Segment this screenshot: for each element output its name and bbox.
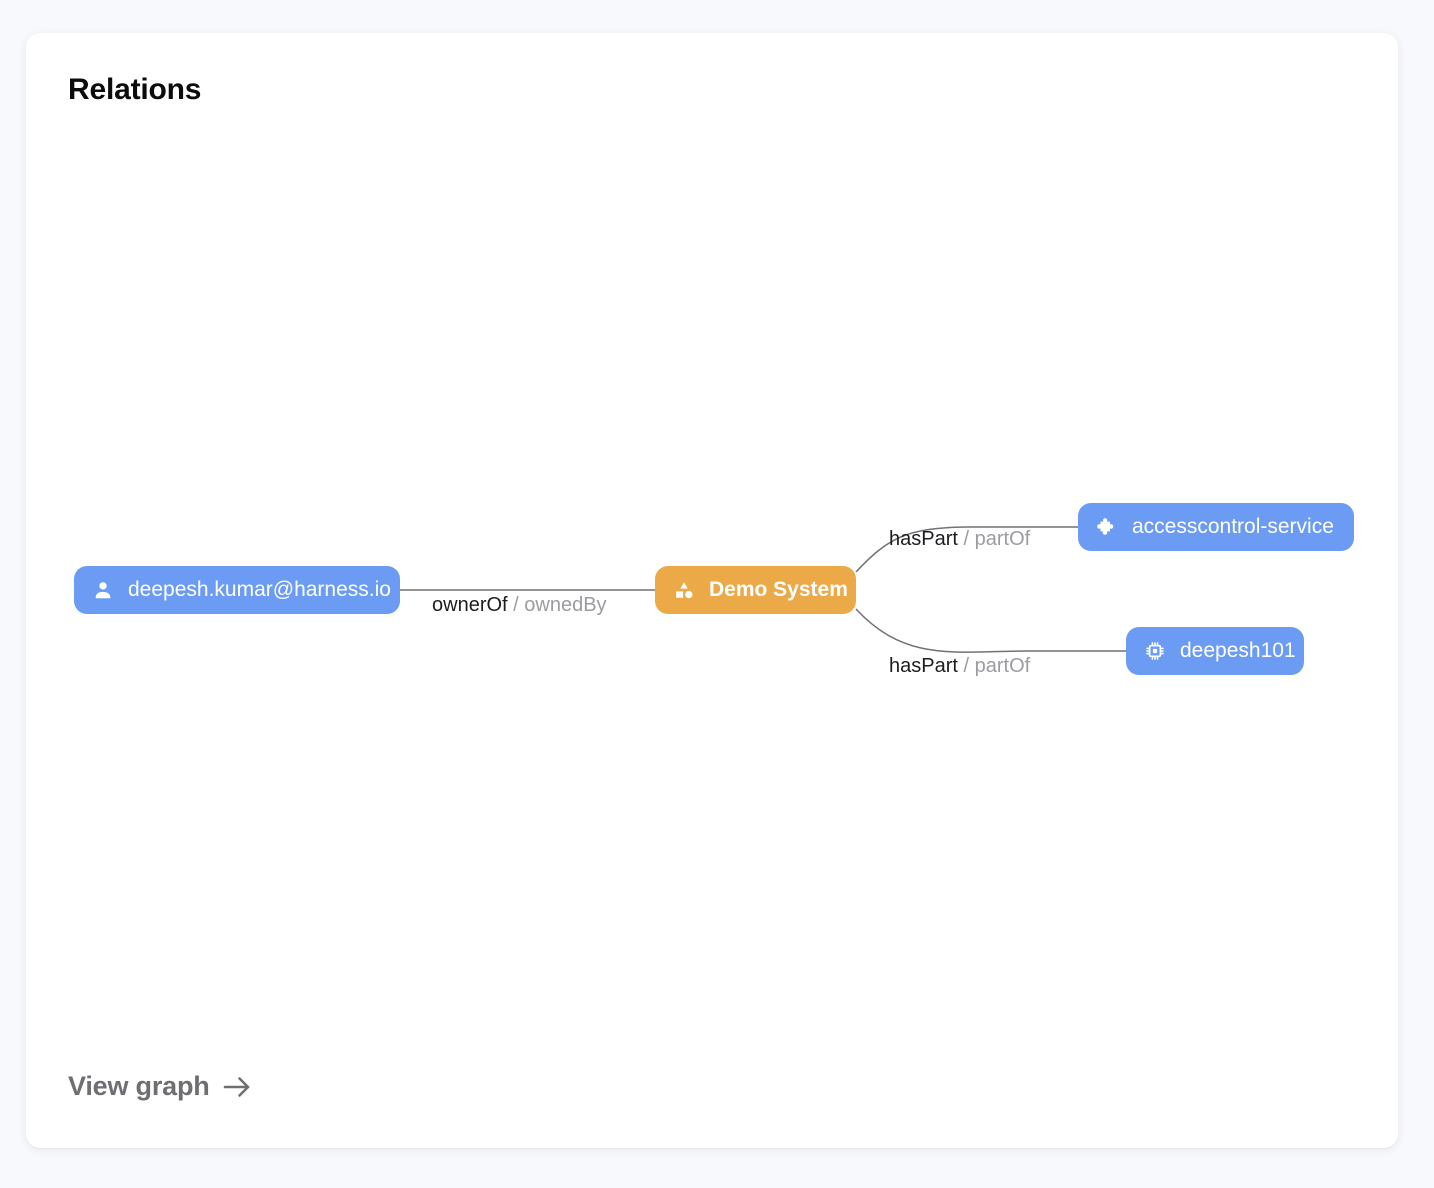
edge-label-forward: hasPart	[889, 528, 958, 550]
page-title: Relations	[68, 73, 202, 106]
graph-node-resource-label: deepesh101	[1180, 639, 1296, 662]
graph-node-user-label: deepesh.kumar@harness.io	[128, 578, 391, 601]
graph-node-system-label: Demo System	[709, 578, 848, 601]
edge-label-haspart-component: hasPart / partOf	[889, 528, 1030, 551]
edge-label-forward: ownerOf	[432, 594, 508, 616]
puzzle-piece-icon	[1096, 516, 1118, 538]
edge-label-separator: /	[963, 655, 975, 677]
chip-icon	[1144, 640, 1166, 662]
person-icon	[92, 579, 114, 601]
graph-node-component[interactable]: accesscontrol-service	[1078, 503, 1354, 551]
graph-node-user[interactable]: deepesh.kumar@harness.io	[74, 566, 400, 614]
edge-label-reverse: partOf	[974, 528, 1031, 550]
graph-node-system[interactable]: Demo System	[655, 566, 856, 614]
view-graph-link[interactable]: View graph	[68, 1071, 252, 1102]
category-shapes-icon	[673, 579, 695, 601]
view-graph-label: View graph	[68, 1071, 210, 1101]
relations-card: Relations deepesh.kumar@harness.io	[26, 33, 1398, 1148]
edge-label-separator: /	[513, 594, 525, 616]
graph-node-component-label: accesscontrol-service	[1132, 515, 1334, 538]
edge-path-haspart-resource	[855, 608, 1126, 653]
edge-label-haspart-resource: hasPart / partOf	[889, 655, 1030, 678]
relations-graph: deepesh.kumar@harness.io Demo System	[26, 33, 1398, 1148]
graph-node-resource[interactable]: deepesh101	[1126, 627, 1304, 675]
edge-label-reverse: partOf	[974, 655, 1031, 677]
arrow-right-icon	[222, 1074, 252, 1100]
edge-label-ownerof: ownerOf / ownedBy	[432, 594, 607, 617]
edge-label-reverse: ownedBy	[524, 594, 607, 616]
edge-label-separator: /	[963, 528, 975, 550]
edge-label-forward: hasPart	[889, 655, 958, 677]
